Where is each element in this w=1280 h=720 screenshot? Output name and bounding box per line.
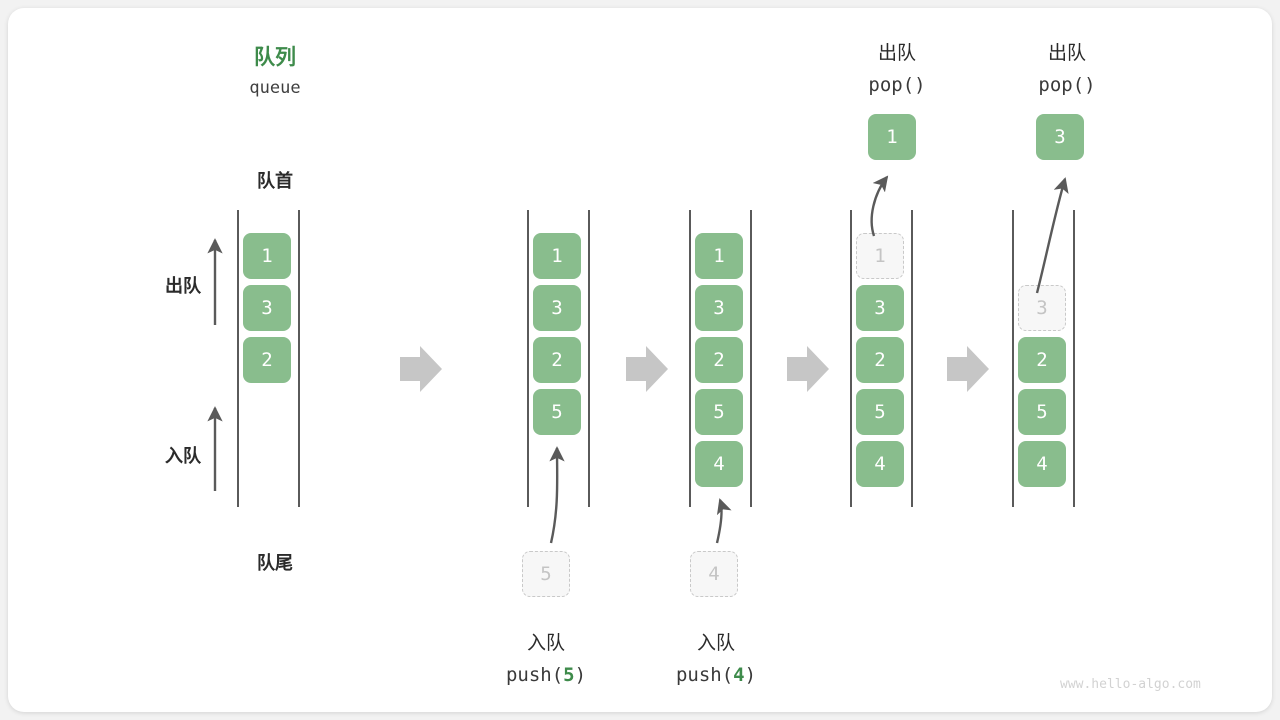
queue-front-label: 队首	[257, 171, 293, 191]
step-arrow-icon	[626, 346, 668, 392]
push-caption-2-cn: 入队	[696, 633, 735, 654]
push-code-value: 5	[563, 664, 575, 686]
popped-box-3: 3	[1036, 114, 1084, 160]
popped-box-1: 1	[868, 114, 916, 160]
queue-box: 4	[1018, 441, 1066, 487]
ghost-box-push-5: 5	[522, 551, 570, 597]
push-caption-1-cn: 入队	[526, 633, 565, 654]
queue-box: 1	[533, 233, 581, 279]
push-code-value: 4	[733, 664, 745, 686]
queue-box: 2	[695, 337, 743, 383]
push-code-prefix: push(	[505, 664, 564, 686]
rail-right-state-1	[298, 210, 300, 507]
diagram-card: 队列 queue 队首 队尾 出队 入队 出队 pop() 出队 pop() 1…	[8, 8, 1272, 712]
queue-box: 1	[243, 233, 291, 279]
rail-left-state-1	[237, 210, 239, 507]
push-4-arrow-icon	[715, 498, 732, 544]
rail-left-state-3	[689, 210, 691, 507]
queue-box: 3	[856, 285, 904, 331]
queue-box: 5	[533, 389, 581, 435]
step-arrow-icon	[947, 346, 989, 392]
step-arrow-icon	[400, 346, 442, 392]
queue-box: 3	[243, 285, 291, 331]
queue-title-cn: 队列	[254, 46, 296, 69]
pop-1-arrow-icon	[870, 175, 889, 237]
push-code-prefix: push(	[675, 664, 734, 686]
rail-right-state-4	[911, 210, 913, 507]
queue-box: 4	[695, 441, 743, 487]
pop-header-2-code: pop()	[1038, 74, 1096, 96]
ghost-box-pop-3: 3	[1018, 285, 1066, 331]
arrows-overlay	[207, 175, 1069, 544]
queue-box: 5	[695, 389, 743, 435]
queue-box: 5	[856, 389, 904, 435]
ghost-box-push-4: 4	[690, 551, 738, 597]
enqueue-direction-label: 入队	[165, 446, 201, 466]
push-5-arrow-icon	[549, 446, 565, 544]
diagram-stage: 队列 queue 队首 队尾 出队 入队 出队 pop() 出队 pop() 1…	[8, 8, 1272, 712]
queue-title-en: queue	[249, 78, 301, 98]
queue-box: 1	[695, 233, 743, 279]
step-arrow-icon	[787, 346, 829, 392]
dequeue-direction-label: 出队	[165, 276, 201, 296]
rail-right-state-5	[1073, 210, 1075, 507]
push-code-suffix: )	[744, 664, 757, 686]
queue-box: 2	[243, 337, 291, 383]
rail-left-state-4	[850, 210, 852, 507]
push-code-suffix: )	[574, 664, 587, 686]
ghost-box-pop-1: 1	[856, 233, 904, 279]
watermark: www.hello-algo.com	[1060, 677, 1201, 692]
rail-left-state-5	[1012, 210, 1014, 507]
push-caption-2-code: push(4)	[644, 664, 788, 686]
rail-left-state-2	[527, 210, 529, 507]
pop-header-1-code: pop()	[868, 74, 926, 96]
queue-rear-label: 队尾	[257, 553, 293, 573]
queue-box: 5	[1018, 389, 1066, 435]
rail-right-state-3	[750, 210, 752, 507]
queue-box: 2	[1018, 337, 1066, 383]
queue-box: 2	[856, 337, 904, 383]
queue-box: 3	[695, 285, 743, 331]
pop-3-arrow-icon	[1035, 177, 1069, 294]
rail-right-state-2	[588, 210, 590, 507]
push-caption-1-code: push(5)	[474, 664, 618, 686]
queue-box: 4	[856, 441, 904, 487]
pop-header-1-cn: 出队	[877, 43, 916, 64]
queue-box: 2	[533, 337, 581, 383]
pop-header-2-cn: 出队	[1047, 43, 1086, 64]
queue-box: 3	[533, 285, 581, 331]
